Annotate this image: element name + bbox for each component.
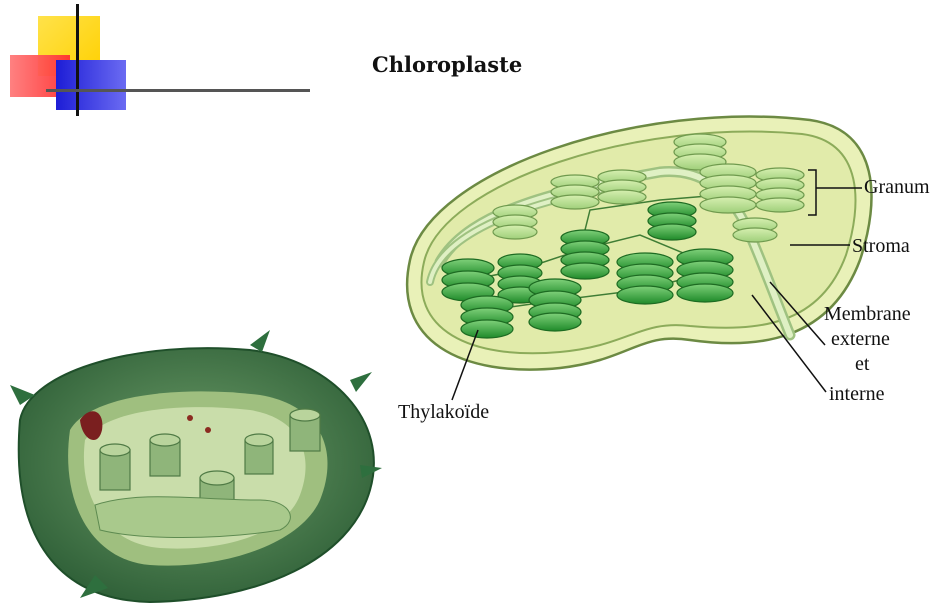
chloroplast-3d-illustration bbox=[0, 0, 946, 606]
